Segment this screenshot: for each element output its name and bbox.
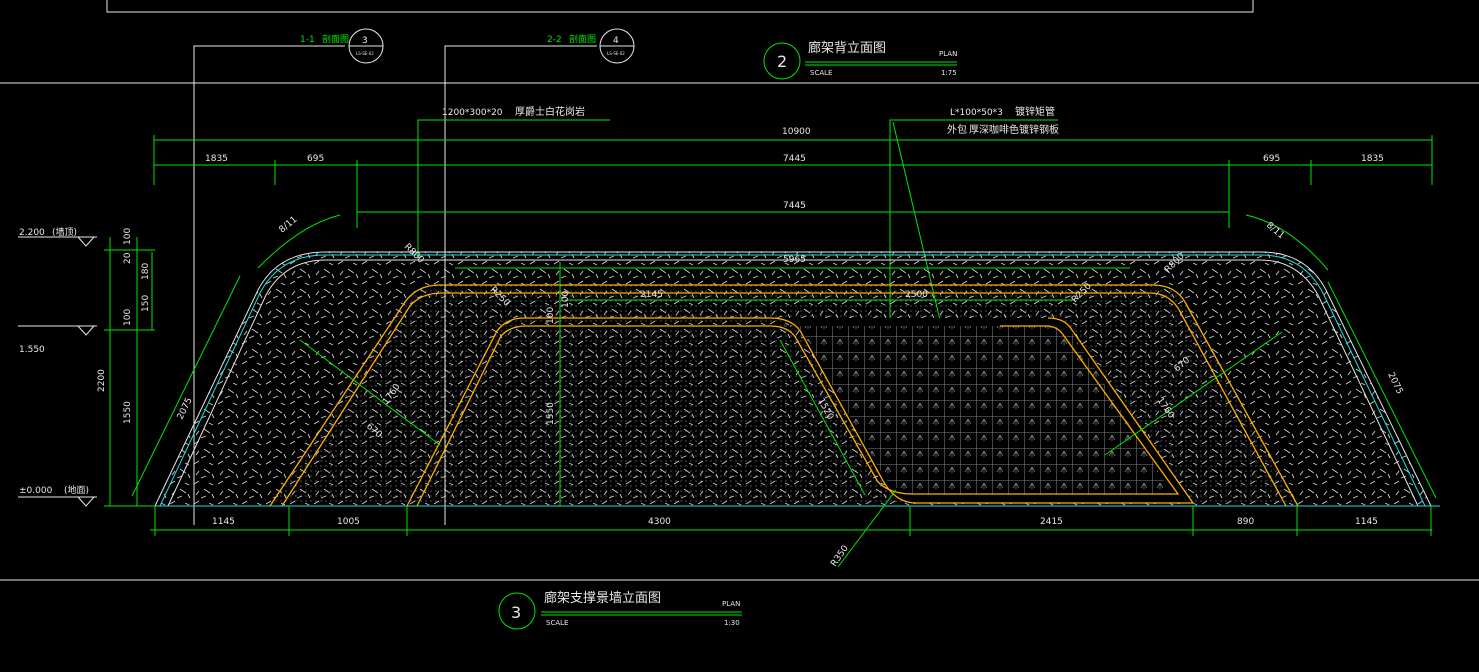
dim-bottom-6: 1145 — [1355, 517, 1378, 527]
upper-scale: 1:75 — [941, 69, 957, 77]
steel-grid-panel — [778, 324, 1166, 494]
vdim-100-top: 100 — [123, 228, 133, 245]
dim-2075-right: 2075 — [1385, 371, 1404, 396]
level-markers: 2.200 (墙顶) 1.550 ±0.000 (地面) 100 20 180 … — [18, 226, 155, 507]
inner-orange-inner — [281, 292, 1287, 507]
arc-right: 8/11 — [1264, 221, 1286, 242]
dim-top-4: 695 — [1263, 154, 1280, 164]
section-1-sub: LS-SE-02 — [356, 51, 374, 56]
dim-bottom-4: 2415 — [1040, 517, 1063, 527]
dim-top-1: 1835 — [205, 154, 228, 164]
inner-orange-outer — [269, 284, 1299, 507]
opening-orange-outer — [406, 317, 1195, 507]
bottom-dimensions: 1145 1005 4300 2415 890 1145 — [150, 506, 1432, 536]
steel-size: L*100*50*3 — [950, 108, 1003, 118]
level-ground: ±0.000 — [19, 486, 53, 496]
level-ground-desc: (地面) — [64, 484, 89, 496]
vdim-1550: 1550 — [123, 401, 133, 424]
clad-desc: 厚深咖啡色镀锌钢板 — [969, 123, 1059, 136]
annotation-granite: 1200*300*20 厚爵士白花岗岩 — [417, 105, 610, 256]
dim-overall: 10900 — [782, 127, 811, 137]
dim-1550-inner: 1550 — [546, 402, 556, 425]
vdim-100-mid: 100 — [123, 309, 133, 326]
steel-desc: 镀锌矩管 — [1015, 105, 1055, 118]
upper-scale-label: SCALE — [810, 69, 832, 77]
dim-bottom-1: 1145 — [212, 517, 235, 527]
bottom-scale-label: SCALE — [546, 619, 568, 627]
dim-100-inner: 100 — [546, 307, 556, 324]
dim-2500: 2500 — [905, 290, 928, 300]
level-mid: 1.550 — [19, 345, 45, 355]
bottom-scale: 1:30 — [724, 619, 740, 627]
section-marker-2: 2-2 剖面图 4 LS-SE-02 — [444, 28, 635, 525]
dim-top-3: 7445 — [783, 154, 806, 164]
bottom-title: 廊架支撑景墙立面图 — [544, 590, 661, 606]
top-dimensions: 10900 1835 695 7445 695 1835 7445 — [153, 127, 1433, 228]
dim-5965: 5965 — [783, 255, 806, 265]
upper-title-num: 2 — [777, 52, 787, 71]
dim-100-inner-b: 100 — [561, 291, 571, 308]
dim-inner-top: 7445 — [783, 201, 806, 211]
section-1-word: 剖面图 — [322, 33, 349, 45]
granite-size: 1200*300*20 — [442, 108, 503, 118]
bottom-title-num: 3 — [511, 603, 521, 622]
section-1-num: 3 — [362, 36, 368, 46]
bottom-plan: PLAN — [722, 600, 740, 608]
dim-bottom-2: 1005 — [337, 517, 360, 527]
vdim-2200: 2200 — [97, 369, 107, 392]
dim-2145: 2145 — [640, 290, 663, 300]
opening-orange-inner — [416, 325, 1180, 507]
level-top: 2.200 — [19, 228, 45, 238]
upper-title: 廊架背立面图 — [808, 40, 886, 56]
wall-outer-outline — [154, 251, 1432, 507]
upper-title-block: 2 廊架背立面图 PLAN SCALE 1:75 — [763, 40, 957, 80]
level-top-desc: (墙顶) — [52, 226, 77, 238]
section-2-sub: LS-SE-02 — [607, 51, 625, 56]
section-2-word: 剖面图 — [569, 33, 596, 45]
section-2-num: 4 — [613, 36, 619, 46]
upper-plan: PLAN — [939, 50, 957, 58]
clad-label: 外包 — [947, 123, 967, 136]
arc-left: 8/11 — [278, 215, 300, 236]
granite-desc: 厚爵士白花岗岩 — [515, 105, 585, 118]
dim-top-5: 1835 — [1361, 154, 1384, 164]
dim-bottom-3: 4300 — [648, 517, 671, 527]
vdim-150: 150 — [141, 295, 151, 312]
wall-cap-outline — [167, 259, 1419, 507]
section-1-label: 1-1 — [300, 35, 315, 45]
wall-cyan-outline — [159, 254, 1426, 507]
vdim-20: 20 — [123, 252, 133, 264]
bottom-title-block: 3 廊架支撑景墙立面图 PLAN SCALE 1:30 — [498, 590, 742, 630]
section-marker-1: 1-1 剖面图 3 LS-SE-02 — [193, 28, 384, 525]
vdim-180: 180 — [141, 263, 151, 280]
dim-top-2: 695 — [307, 154, 324, 164]
section-2-label: 2-2 — [547, 35, 562, 45]
upper-frame — [106, 0, 1254, 13]
dim-bottom-5: 890 — [1237, 517, 1254, 527]
